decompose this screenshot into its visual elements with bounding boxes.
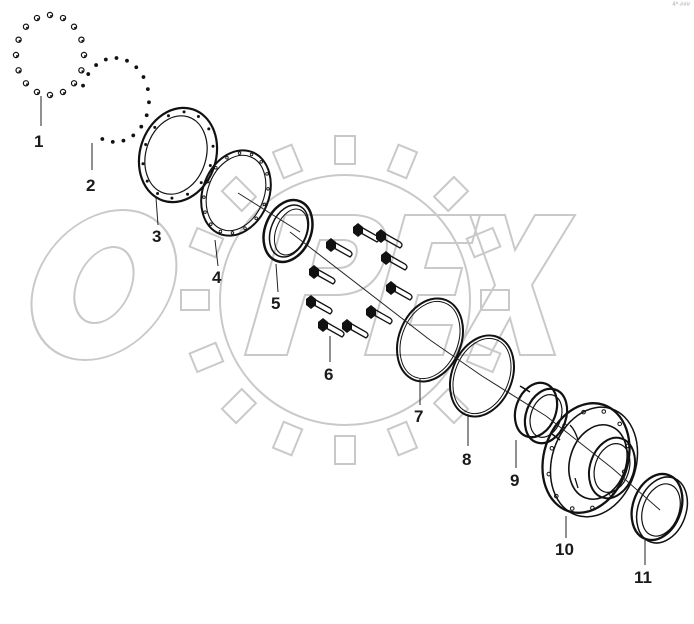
callout-3: 3 (152, 227, 161, 246)
part-4-gasket (200, 149, 272, 237)
part-7-o-ring (396, 297, 464, 383)
callout-9: 9 (510, 471, 519, 490)
callout-7: 7 (414, 407, 423, 426)
part-9-bearing (513, 381, 569, 445)
assembly-axis-lines (237, 192, 661, 511)
callout-11: 11 (634, 568, 652, 587)
callout-10: 10 (555, 540, 574, 559)
callout-5: 5 (271, 294, 280, 313)
part-10-hub (541, 402, 639, 518)
watermark-logo (30, 135, 577, 465)
watermark-gear (180, 135, 510, 465)
part-1-nuts (12, 11, 88, 99)
part-5-seal-ring (262, 198, 314, 264)
part-3-cover-plate (137, 106, 219, 204)
callout-4: 4 (212, 268, 222, 287)
callout-1: 1 (34, 132, 43, 151)
watermark-text-outline (30, 209, 577, 361)
callout-6: 6 (324, 365, 333, 384)
part-11-outer-ring (630, 472, 689, 544)
part-8-o-ring (449, 334, 515, 418)
corner-mark: 4ª·### (672, 2, 690, 8)
part-2-washers (81, 56, 151, 144)
callout-leaders (40, 96, 646, 565)
callout-labels: 1 2 3 4 5 6 7 8 9 10 11 (34, 132, 652, 587)
callout-2: 2 (86, 176, 95, 195)
callout-8: 8 (462, 450, 471, 469)
part-6-bolts (306, 223, 413, 339)
